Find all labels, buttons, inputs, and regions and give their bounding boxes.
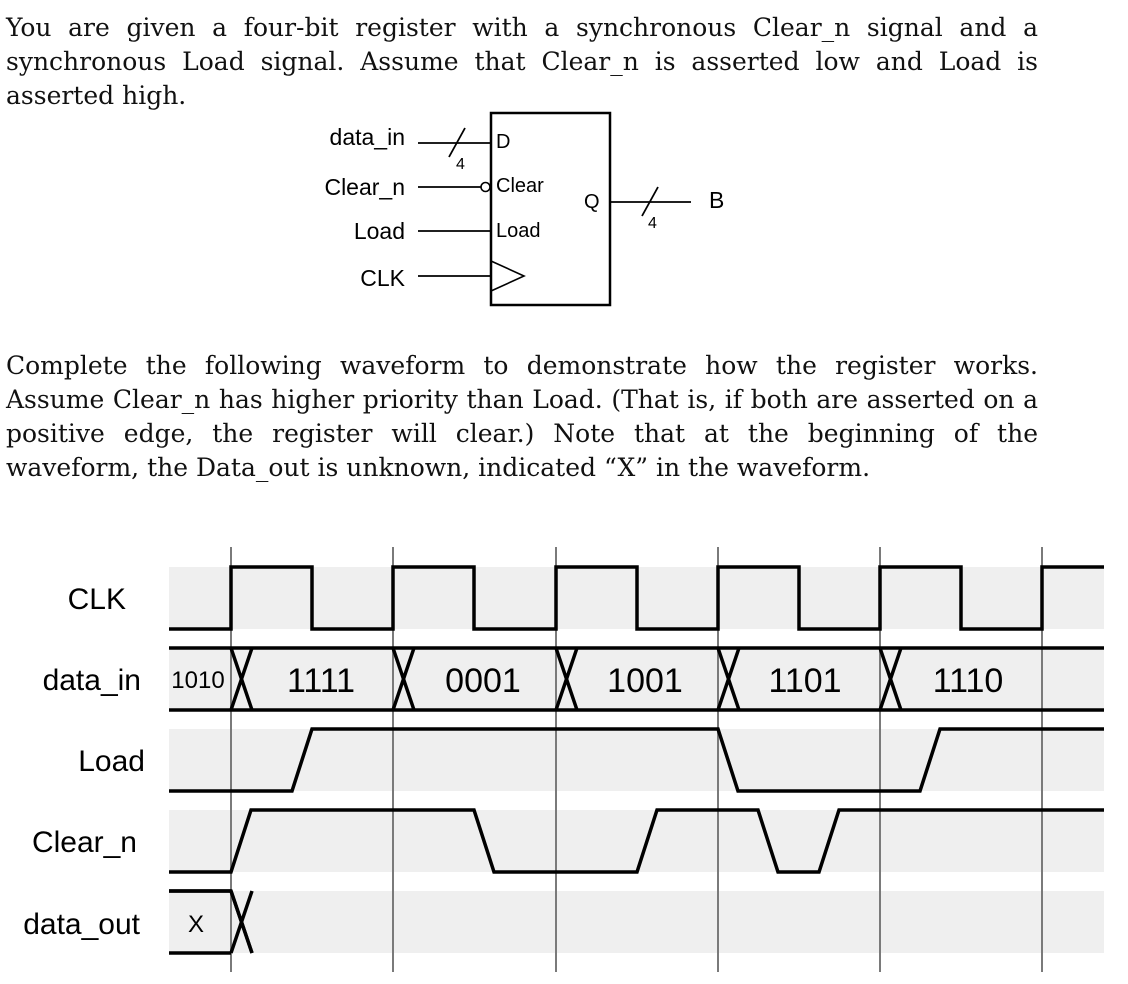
input-label-clk: CLK <box>360 265 405 291</box>
instructions-paragraph: Complete the following waveform to demon… <box>6 351 1038 482</box>
port-clear-label: Clear <box>496 175 544 197</box>
signal-label-data-in: data_in <box>43 664 141 697</box>
load-waveform <box>169 727 1104 793</box>
data-in-value: 1101 <box>768 662 841 700</box>
input-label-clear-n: Clear_n <box>324 174 405 200</box>
clock-triangle-icon <box>490 260 526 292</box>
register-box <box>489 111 612 307</box>
signal-label-clear-n: Clear_n <box>32 826 137 859</box>
lane-bg-load <box>169 729 1104 791</box>
intro-paragraph: You are given a four-bit register with a… <box>6 13 1038 110</box>
register-diagram <box>418 111 691 307</box>
data-in-value: 1110 <box>933 662 1004 700</box>
clear-n-waveform <box>169 808 1104 874</box>
data-in-value: 0001 <box>445 662 521 700</box>
port-q-label: Q <box>584 191 600 213</box>
port-load-label: Load <box>496 220 541 242</box>
signal-labels: CLK data_in Load Clear_n data_out <box>23 583 145 941</box>
data-out-value: X <box>188 911 204 938</box>
signal-label-load: Load <box>78 745 145 778</box>
output-label-b: B <box>709 187 724 213</box>
bus-transition <box>229 890 254 954</box>
input-label-load: Load <box>354 218 405 244</box>
lane-bg-clear-n <box>169 810 1104 872</box>
signal-label-data-out: data_out <box>23 908 140 941</box>
bus-transition <box>878 647 903 711</box>
bus-width-in-label: 4 <box>456 156 465 173</box>
bus-transition <box>391 647 416 711</box>
signal-label-clk: CLK <box>68 583 126 616</box>
data-in-value: 1111 <box>287 662 355 700</box>
input-label-data-in: data_in <box>330 124 405 150</box>
bus-width-out-label: 4 <box>648 215 657 232</box>
lane-bg-data-out <box>169 891 1104 953</box>
clear-bubble <box>480 181 491 193</box>
register-labels: data_in Clear_n Load CLK D Clear Load Q … <box>324 124 724 291</box>
data-in-transitions <box>229 647 903 711</box>
bus-transition <box>716 647 741 711</box>
port-d-label: D <box>496 131 510 153</box>
bus-transition <box>554 647 579 711</box>
data-in-values: 1010 1111 0001 1001 1101 1110 <box>171 662 1003 700</box>
data-in-value: 1001 <box>607 662 683 700</box>
timing-diagram: CLK data_in Load Clear_n data_out 1010 1… <box>23 547 1104 972</box>
clk-waveform <box>169 565 1104 631</box>
q-bus-slash <box>641 186 659 217</box>
lane-bg-data-in <box>169 648 1104 710</box>
data-in-value: 1010 <box>171 667 224 694</box>
data-in-bus-slash <box>448 127 466 158</box>
bus-transition <box>229 647 254 711</box>
